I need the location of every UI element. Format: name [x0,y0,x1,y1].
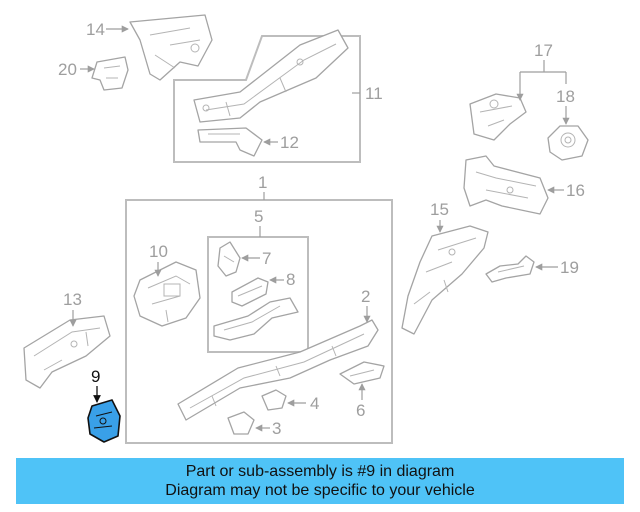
part-14[interactable] [129,14,213,81]
part-19[interactable] [485,255,535,283]
callout-2: 2 [361,287,370,306]
callout-3: 3 [272,419,281,438]
part-15[interactable] [401,225,489,335]
part-2[interactable] [177,319,379,421]
info-banner: Part or sub-assembly is #9 in diagram Di… [16,458,624,504]
callout-11: 11 [365,84,383,103]
callout-15: 15 [430,200,449,219]
group-box-1 [125,199,393,444]
part-13[interactable] [23,315,111,389]
part-20[interactable] [91,56,129,91]
callout-6: 6 [356,401,365,420]
callout-7: 7 [262,249,271,268]
callout-14: 14 [86,20,105,39]
part-7[interactable] [217,241,241,277]
part-8[interactable] [231,277,269,307]
callout-5: 5 [254,207,263,226]
callout-1: 1 [258,173,267,192]
callout-18: 18 [556,87,575,106]
parts-diagram: 14 20 11 12 1 5 10 7 [23,14,589,444]
group-box-5 [207,236,309,353]
part-16[interactable] [463,155,549,215]
callout-12: 12 [280,133,299,152]
part-17[interactable] [469,93,527,141]
part-9[interactable] [87,399,121,443]
callout-4: 4 [310,394,319,413]
part-4[interactable] [261,389,287,411]
part-6[interactable] [339,361,385,385]
callout-19: 19 [560,258,579,277]
part-10[interactable] [133,261,201,327]
callout-9: 9 [91,367,100,386]
banner-line-1: Part or sub-assembly is #9 in diagram [185,463,455,480]
callout-8: 8 [286,270,295,289]
callout-17: 17 [534,41,553,60]
callout-20: 20 [58,60,77,79]
part-12[interactable] [197,127,263,157]
group-box-11 [173,35,361,163]
part-11[interactable] [193,29,349,123]
part-18[interactable] [547,125,589,161]
inner-reinforcement [213,297,299,341]
callout-13: 13 [63,290,82,309]
callout-16: 16 [566,181,585,200]
callout-10: 10 [149,242,168,261]
banner-line-2: Diagram may not be specific to your vehi… [165,482,475,499]
part-3[interactable] [227,411,255,435]
